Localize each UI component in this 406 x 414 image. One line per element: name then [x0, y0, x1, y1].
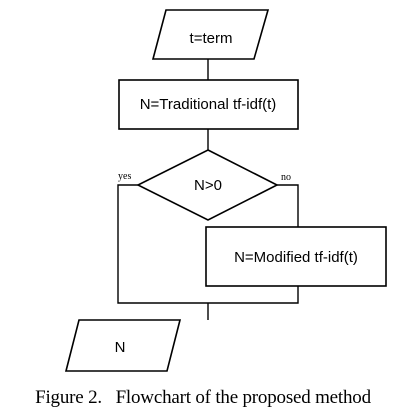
modified-tfidf-label: N=Modified tf-idf(t) — [234, 249, 358, 266]
output-n-node — [64, 319, 182, 372]
decision-node — [136, 149, 279, 221]
edge-decision-no — [277, 184, 299, 227]
input-term-node — [151, 9, 270, 60]
traditional-tfidf-label: N=Traditional tf-idf(t) — [140, 96, 277, 113]
flowchart-diagram: t=term N=Traditional tf-idf(t) N>0 yes n… — [64, 9, 387, 372]
edge-decision-yes — [117, 184, 208, 304]
output-n-label: N — [115, 339, 126, 356]
figure-caption: Figure 2. Flowchart of the proposed meth… — [35, 387, 371, 408]
decision-label: N>0 — [194, 177, 222, 194]
branch-no-label: no — [281, 172, 291, 183]
input-term-label: t=term — [190, 30, 233, 47]
edge-modified-to-merge — [208, 286, 299, 304]
branch-yes-label: yes — [118, 171, 131, 182]
modified-tfidf-node — [205, 226, 387, 287]
traditional-tfidf-node — [118, 79, 299, 130]
